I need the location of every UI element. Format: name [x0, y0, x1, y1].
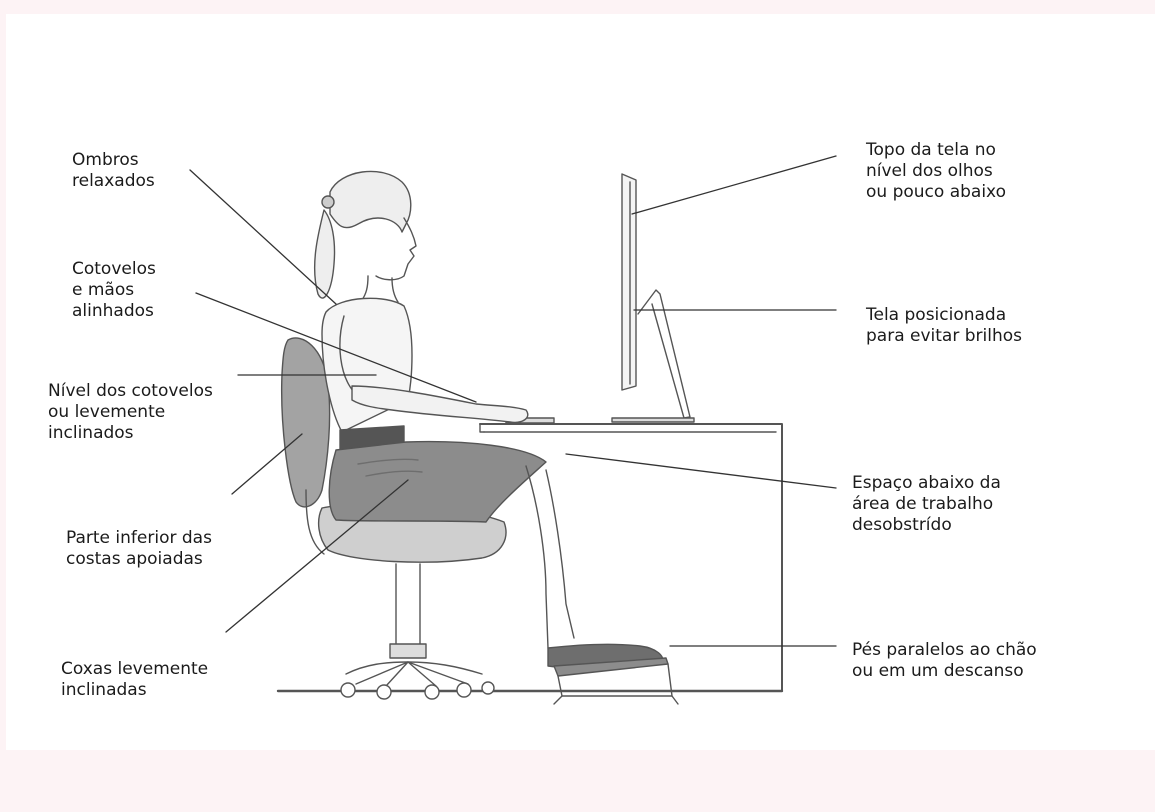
seated-woman-illustration — [313, 170, 664, 669]
diagram-canvas: Ombros relaxados Cotovelos e mãos alinha… — [6, 14, 1155, 750]
label-space-under-desk: Espaço abaixo da área de trabalho desobs… — [852, 473, 1001, 535]
label-screen-top-eye-level: Topo da tela no nível dos olhos ou pouco… — [866, 140, 1006, 202]
label-lower-back-supported: Parte inferior das costas apoiadas — [66, 528, 212, 569]
leader-screen-top — [631, 155, 837, 215]
label-thighs-inclined: Coxas levemente inclinadas — [61, 659, 209, 700]
leader-thighs — [225, 479, 409, 633]
leader-lines — [189, 155, 837, 647]
ergonomics-illustration — [189, 155, 837, 705]
label-relaxed-shoulders: Ombros relaxados — [72, 150, 155, 191]
label-screen-avoid-glare: Tela posicionada para evitar brilhos — [866, 305, 1022, 346]
label-elbow-level: Nível dos cotovelos ou levemente inclina… — [48, 381, 213, 443]
label-elbows-hands-aligned: Cotovelos e mãos alinhados — [72, 259, 156, 321]
leader-shoulders — [189, 169, 337, 305]
label-feet-flat: Pés paralelos ao chão ou em um descanso — [852, 640, 1037, 681]
leader-lower-back — [231, 433, 303, 495]
monitor-illustration — [611, 173, 695, 423]
footrest-illustration — [553, 657, 679, 705]
leader-under-desk — [565, 453, 837, 489]
desk-illustration — [479, 423, 783, 692]
leader-elbows-hands — [195, 292, 477, 403]
